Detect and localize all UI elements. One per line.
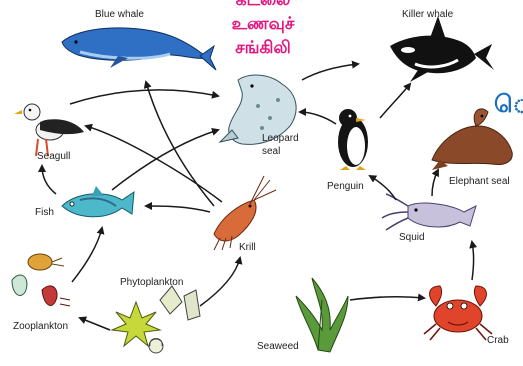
label-seagull: Seagull <box>37 151 70 162</box>
arrow-penguin-to-leopard-seal <box>300 112 336 124</box>
killer-whale-illustration <box>390 16 494 82</box>
arrow-krill-to-blue-whale <box>146 82 214 206</box>
arrow-fish-to-leopard-seal <box>112 130 218 190</box>
arrow-krill-to-fish <box>146 206 210 212</box>
label-leopard-seal-1: Leopard <box>262 133 299 144</box>
fish-illustration <box>62 186 134 217</box>
arrow-seaweed-to-crab <box>350 297 424 300</box>
zooplankton-illustration <box>12 254 70 306</box>
label-phytoplankton: Phytoplankton <box>120 277 183 288</box>
label-zooplankton: Zooplankton <box>13 321 68 332</box>
cropped-side-text: ெ <box>494 90 523 118</box>
arrow-squid-to-elephant-seal <box>432 170 438 196</box>
arrow-leopard-seal-to-killer-whale <box>302 64 358 80</box>
label-elephant-seal: Elephant seal <box>449 176 510 187</box>
label-krill: Krill <box>239 242 256 253</box>
penguin-illustration <box>338 109 368 170</box>
phytoplankton-illustration <box>112 286 200 353</box>
krill-illustration <box>214 176 276 250</box>
label-seaweed: Seaweed <box>257 341 299 352</box>
label-blue-whale: Blue whale <box>95 9 144 20</box>
blue-whale-illustration <box>62 28 216 70</box>
label-penguin: Penguin <box>327 181 364 192</box>
seagull-illustration <box>14 104 84 156</box>
label-killer-whale: Killer whale <box>402 9 453 20</box>
arrow-zooplankton-to-fish <box>72 228 102 282</box>
arrow-phytoplankton-to-zooplankton <box>80 318 110 330</box>
arrow-crab-to-squid <box>472 242 474 280</box>
title-line-1: கடலை <box>208 0 318 11</box>
arrow-fish-to-seagull <box>42 166 56 194</box>
crab-illustration <box>424 286 492 340</box>
arrow-phytoplankton-to-krill <box>200 258 240 306</box>
arrow-penguin-to-killer-whale <box>380 84 410 118</box>
label-squid: Squid <box>399 232 425 243</box>
label-leopard-seal-2: seal <box>262 146 280 157</box>
arrow-seagull-to-leopard-seal <box>70 90 218 104</box>
title-line-2: உணவுச் <box>208 14 318 35</box>
title-line-3: சங்கிலி <box>208 38 318 59</box>
label-crab: Crab <box>487 335 509 346</box>
seaweed-illustration <box>296 278 348 352</box>
label-fish: Fish <box>35 207 54 218</box>
